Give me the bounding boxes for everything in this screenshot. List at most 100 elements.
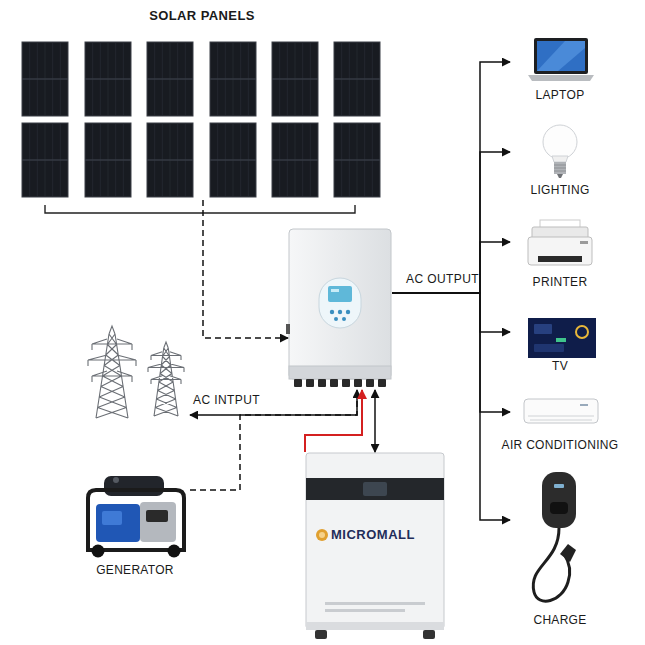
printer-load: PRINTER	[510, 218, 610, 292]
rect-shape	[85, 42, 131, 116]
power-grid	[70, 322, 190, 422]
connector	[203, 200, 288, 338]
device-label: TV	[485, 358, 635, 374]
circle-shape	[113, 477, 119, 483]
circle-shape	[346, 310, 350, 314]
rect-shape	[366, 379, 374, 387]
laptop-load: LAPTOP	[510, 36, 610, 104]
rect-shape	[330, 379, 338, 387]
rect-shape	[85, 123, 131, 197]
rect-shape	[210, 42, 256, 116]
device-label: LAPTOP	[485, 87, 635, 103]
rect-shape	[556, 338, 566, 342]
hybrid-inverter-art	[288, 228, 392, 390]
rect-shape	[328, 286, 352, 302]
ev-charger-load-art	[510, 470, 610, 630]
generator-art	[80, 470, 190, 558]
rect-shape	[524, 399, 598, 423]
rect-shape	[22, 123, 68, 197]
rect-shape	[363, 482, 387, 496]
path-shape	[528, 416, 594, 420]
rect-shape	[104, 476, 164, 496]
battery-unit-art	[305, 452, 445, 640]
circle-shape	[543, 125, 577, 159]
rect-shape	[537, 41, 585, 71]
connector	[392, 62, 510, 293]
line-shape	[210, 78, 256, 79]
edge-label: AC INTPUT	[193, 392, 260, 408]
rect-shape	[306, 379, 314, 387]
circle-shape	[330, 310, 334, 314]
connector	[374, 390, 376, 452]
power-grid-art	[70, 322, 190, 422]
rect-shape	[378, 379, 386, 387]
rect-shape	[423, 630, 435, 639]
rect-shape	[334, 42, 380, 116]
rect-shape	[542, 472, 576, 528]
rect-shape	[147, 42, 193, 116]
rect-shape	[325, 609, 405, 612]
line-shape	[22, 78, 68, 79]
circle-shape	[342, 317, 346, 321]
circle-shape	[316, 529, 328, 541]
circle-shape	[338, 310, 342, 314]
rect-shape	[272, 123, 318, 197]
rect-shape	[272, 42, 318, 116]
lighting-load: LIGHTING	[510, 120, 610, 200]
device-label: LIGHTING	[485, 182, 635, 198]
path-shape	[528, 75, 594, 81]
rect-shape	[96, 504, 140, 542]
rect-shape	[140, 502, 176, 542]
circle-shape	[168, 545, 181, 558]
connector	[392, 293, 510, 412]
rect-shape	[331, 289, 339, 292]
rect-shape	[306, 622, 444, 630]
rect-shape	[554, 162, 566, 174]
rect-shape	[306, 453, 444, 629]
generator: GENERATOR	[80, 470, 190, 578]
path-shape	[88, 326, 136, 418]
panel-bracket	[45, 205, 355, 213]
rect-shape	[102, 511, 122, 525]
rect-shape	[289, 229, 391, 379]
rect-shape	[319, 278, 361, 328]
connector	[305, 390, 362, 452]
air-conditioner-load: AIR CONDITIONING	[510, 395, 610, 455]
line-shape	[22, 159, 68, 160]
rect-shape	[289, 366, 391, 379]
rect-shape	[534, 324, 552, 334]
line-shape	[334, 159, 380, 160]
connector	[190, 390, 357, 490]
device-label: AIR CONDITIONING	[485, 437, 635, 453]
connector	[392, 293, 510, 332]
battery-unit: MICROMALL	[305, 452, 445, 640]
rect-shape	[342, 379, 350, 387]
path-shape	[560, 544, 576, 562]
device-label: CHARGE	[485, 612, 635, 628]
device-label: PRINTER	[485, 274, 635, 290]
rect-shape	[538, 256, 582, 262]
rect-shape	[294, 379, 302, 387]
ev-charger-load: CHARGE	[510, 470, 610, 630]
circle-shape	[576, 326, 588, 338]
array-heading: SOLAR PANELS	[14, 8, 390, 24]
path-shape	[537, 41, 585, 71]
circle-shape	[92, 545, 105, 558]
rect-shape	[580, 404, 588, 406]
rect-shape	[528, 318, 596, 358]
solar-panel-array-art	[14, 4, 390, 200]
rect-shape	[334, 123, 380, 197]
rect-shape	[354, 379, 362, 387]
rect-shape	[580, 241, 588, 244]
connector	[190, 390, 357, 415]
path-shape	[554, 165, 566, 171]
rect-shape	[318, 379, 326, 387]
connector	[392, 293, 510, 520]
line-shape	[147, 78, 193, 79]
rect-shape	[528, 237, 592, 265]
line-shape	[85, 159, 131, 160]
